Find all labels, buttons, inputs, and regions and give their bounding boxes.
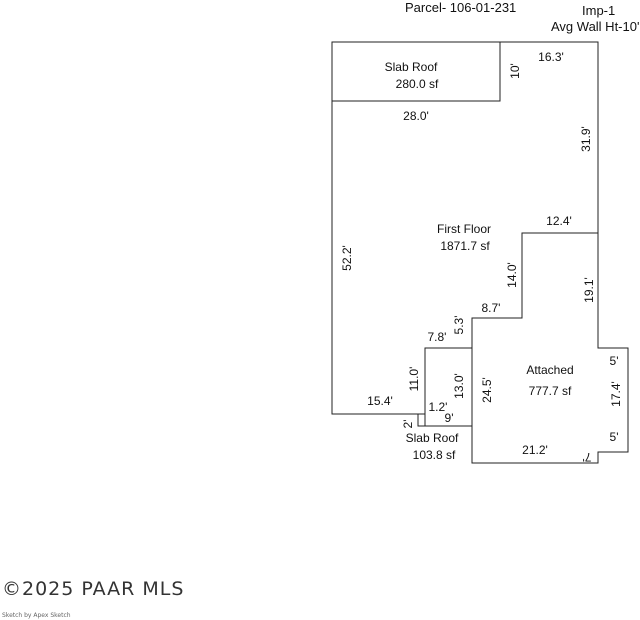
dimension-52-2: 52.2' [340,245,354,271]
first-floor-area: 1871.7 sf [440,239,490,253]
slab-roof-top-area: 280.0 sf [396,77,439,91]
dimension-9: 9' [445,411,454,425]
dimension-7-8: 7.8' [428,330,447,344]
attached-name: Attached [526,363,573,377]
dimension-7: 7' [583,450,592,464]
sketch-credit: Sketch by Apex Sketch [2,612,71,619]
dimension-11-0: 11.0' [407,367,421,392]
dimension-14-0: 14.0' [505,262,519,288]
imp-label: Imp-1 [582,3,615,18]
dimension-10: 10' [508,63,522,79]
attached-outline [471,233,629,464]
dimension-12-4: 12.4' [546,214,572,228]
dimension-15-4: 15.4' [367,394,393,408]
dimension-8-7: 8.7' [482,301,501,315]
slab-roof-bottom-outline [417,414,472,427]
dimension-2: 2' [401,420,415,429]
first-floor-name: First Floor [437,222,491,236]
dimension-24-5: 24.5' [480,377,494,403]
dimension-21-2: 21.2' [522,443,548,457]
dimension-1-2: 1.2' [429,400,448,414]
attached-area: 777.7 sf [529,384,572,398]
dimension-5-upper: 5' [610,354,619,368]
dimension-19-1: 19.1' [582,277,596,303]
dimension-28-0: 28.0' [403,109,429,123]
dimension-5-lower: 5' [610,430,619,444]
dimension-17-4: 17.4' [609,381,623,407]
slab-roof-top-outline [331,41,501,102]
parcel-label: Parcel- 106-01-231 [405,0,516,15]
slab-roof-bottom-name: Slab Roof [406,431,459,445]
slab-roof-bottom-area: 103.8 sf [413,448,456,462]
avg-wall-height-label: Avg Wall Ht-10' [551,19,639,34]
dimension-16-3: 16.3' [538,50,564,64]
dimension-13-0: 13.0' [452,373,466,399]
slab-roof-top-name: Slab Roof [385,60,438,74]
dimension-31-9: 31.9' [579,126,593,152]
dimension-5-3: 5.3' [452,316,466,335]
copyright-watermark: ©2025 PAAR MLS [2,578,185,600]
